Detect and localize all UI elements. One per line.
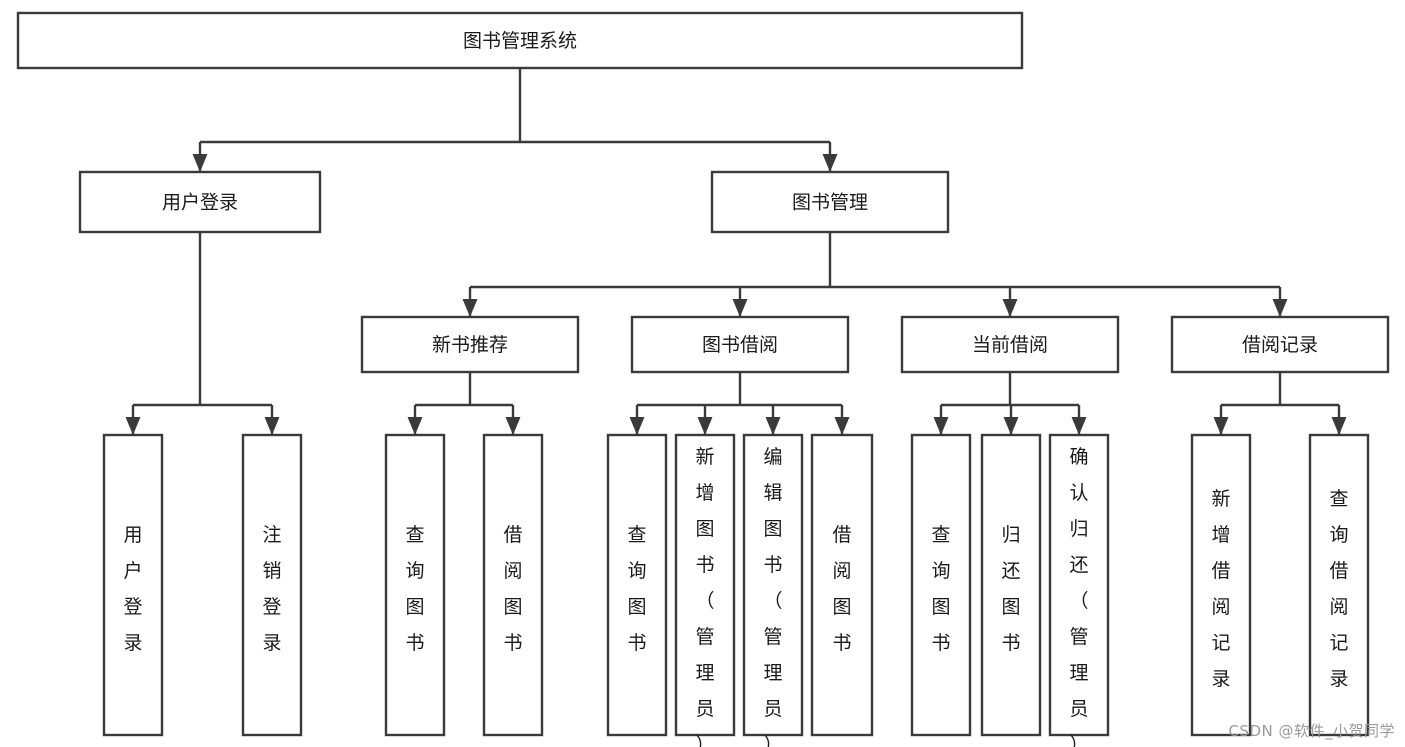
arrow-head-new-book-recommend bbox=[462, 299, 478, 317]
node-leaf-add-record[interactable]: 新增借阅记录 bbox=[1190, 433, 1252, 737]
node-current-borrow[interactable]: 当前借阅 bbox=[900, 315, 1120, 374]
node-box-user-login bbox=[78, 170, 322, 234]
node-box-leaf-return-book bbox=[980, 433, 1042, 737]
node-new-book-recommend[interactable]: 新书推荐 bbox=[360, 315, 580, 374]
node-leaf-query-book-new[interactable]: 查询图书 bbox=[384, 433, 446, 737]
node-user-login[interactable]: 用户登录 bbox=[78, 170, 322, 234]
node-box-leaf-add-record bbox=[1190, 433, 1252, 737]
node-box-root bbox=[16, 11, 1024, 70]
node-box-leaf-add-book bbox=[674, 433, 736, 737]
arrow-head-leaf-confirm-return bbox=[1071, 417, 1087, 435]
node-label-leaf-add-book: 新增图书（管理员） bbox=[695, 446, 714, 747]
node-box-leaf-query-record bbox=[1308, 433, 1370, 737]
node-box-leaf-logout bbox=[241, 433, 303, 737]
node-label-leaf-borrow-book: 借阅图书 bbox=[832, 524, 851, 654]
arrow-head-leaf-query-book-new bbox=[407, 417, 423, 435]
node-label-leaf-add-record: 新增借阅记录 bbox=[1211, 488, 1230, 690]
arrow-head-book-borrow bbox=[732, 299, 748, 317]
arrow-head-leaf-borrow-book-new bbox=[505, 417, 521, 435]
node-box-leaf-query-book-current bbox=[910, 433, 972, 737]
connector-layer bbox=[125, 68, 1347, 435]
node-label-leaf-query-book-new: 查询图书 bbox=[405, 524, 424, 654]
arrow-head-leaf-query-book-current bbox=[933, 417, 949, 435]
node-label-borrow-record: 借阅记录 bbox=[1242, 334, 1318, 356]
node-leaf-borrow-book-new[interactable]: 借阅图书 bbox=[482, 433, 544, 737]
node-book-borrow[interactable]: 图书借阅 bbox=[630, 315, 850, 374]
arrow-head-leaf-user-login bbox=[125, 417, 141, 435]
node-borrow-record[interactable]: 借阅记录 bbox=[1170, 315, 1390, 374]
node-book-management[interactable]: 图书管理 bbox=[710, 170, 950, 234]
arrow-head-leaf-logout bbox=[264, 417, 280, 435]
node-box-leaf-borrow-book-new bbox=[482, 433, 544, 737]
node-label-user-login: 用户登录 bbox=[162, 192, 238, 214]
arrow-head-leaf-query-book-borrow bbox=[629, 417, 645, 435]
node-label-leaf-return-book: 归还图书 bbox=[1001, 524, 1020, 654]
node-box-book-management bbox=[710, 170, 950, 234]
node-label-book-management: 图书管理 bbox=[792, 192, 868, 214]
node-root[interactable]: 图书管理系统 bbox=[16, 11, 1024, 70]
arrow-head-current-borrow bbox=[1002, 299, 1018, 317]
arrow-head-leaf-query-record bbox=[1331, 417, 1347, 435]
node-label-leaf-borrow-book-new: 借阅图书 bbox=[503, 524, 522, 654]
node-label-current-borrow: 当前借阅 bbox=[972, 334, 1048, 356]
node-label-book-borrow: 图书借阅 bbox=[702, 334, 778, 356]
node-label-root: 图书管理系统 bbox=[463, 30, 577, 52]
watermark-text: CSDN @软件_小贺同学 bbox=[1228, 722, 1395, 740]
arrow-head-leaf-return-book bbox=[1003, 417, 1019, 435]
arrow-head-leaf-edit-book bbox=[765, 417, 781, 435]
node-leaf-confirm-return[interactable]: 确认归还（管理员） bbox=[1048, 433, 1110, 747]
node-box-leaf-user-login bbox=[102, 433, 164, 737]
node-leaf-query-record[interactable]: 查询借阅记录 bbox=[1308, 433, 1370, 737]
arrow-head-leaf-add-book bbox=[697, 417, 713, 435]
node-leaf-query-book-current[interactable]: 查询图书 bbox=[910, 433, 972, 737]
node-label-leaf-confirm-return: 确认归还（管理员） bbox=[1069, 446, 1088, 747]
node-leaf-add-book[interactable]: 新增图书（管理员） bbox=[674, 433, 736, 747]
node-label-leaf-query-book-borrow: 查询图书 bbox=[627, 524, 646, 654]
arrow-head-user-login bbox=[192, 154, 208, 172]
arrow-head-book-management bbox=[822, 154, 838, 172]
node-box-borrow-record bbox=[1170, 315, 1390, 374]
node-label-leaf-edit-book: 编辑图书（管理员） bbox=[763, 446, 782, 747]
node-layer: 图书管理系统用户登录图书管理新书推荐图书借阅当前借阅借阅记录用户登录注销登录查询… bbox=[16, 11, 1390, 747]
node-box-leaf-confirm-return bbox=[1048, 433, 1110, 737]
node-leaf-query-book-borrow[interactable]: 查询图书 bbox=[606, 433, 668, 737]
node-leaf-logout[interactable]: 注销登录 bbox=[241, 433, 303, 737]
arrow-head-leaf-borrow-book bbox=[834, 417, 850, 435]
node-label-leaf-query-record: 查询借阅记录 bbox=[1329, 488, 1348, 690]
node-leaf-return-book[interactable]: 归还图书 bbox=[980, 433, 1042, 737]
node-box-current-borrow bbox=[900, 315, 1120, 374]
node-label-leaf-user-login: 用户登录 bbox=[123, 524, 142, 654]
node-box-leaf-edit-book bbox=[742, 433, 804, 737]
node-box-leaf-query-book-borrow bbox=[606, 433, 668, 737]
node-box-leaf-query-book-new bbox=[384, 433, 446, 737]
node-box-leaf-borrow-book bbox=[810, 433, 874, 737]
node-label-leaf-logout: 注销登录 bbox=[262, 524, 281, 654]
node-label-new-book-recommend: 新书推荐 bbox=[432, 334, 508, 356]
node-leaf-edit-book[interactable]: 编辑图书（管理员） bbox=[742, 433, 804, 747]
node-label-leaf-query-book-current: 查询图书 bbox=[931, 524, 950, 654]
node-leaf-borrow-book[interactable]: 借阅图书 bbox=[810, 433, 874, 737]
arrow-head-leaf-add-record bbox=[1213, 417, 1229, 435]
node-box-book-borrow bbox=[630, 315, 850, 374]
node-leaf-user-login[interactable]: 用户登录 bbox=[102, 433, 164, 737]
arrow-head-borrow-record bbox=[1272, 299, 1288, 317]
node-box-new-book-recommend bbox=[360, 315, 580, 374]
